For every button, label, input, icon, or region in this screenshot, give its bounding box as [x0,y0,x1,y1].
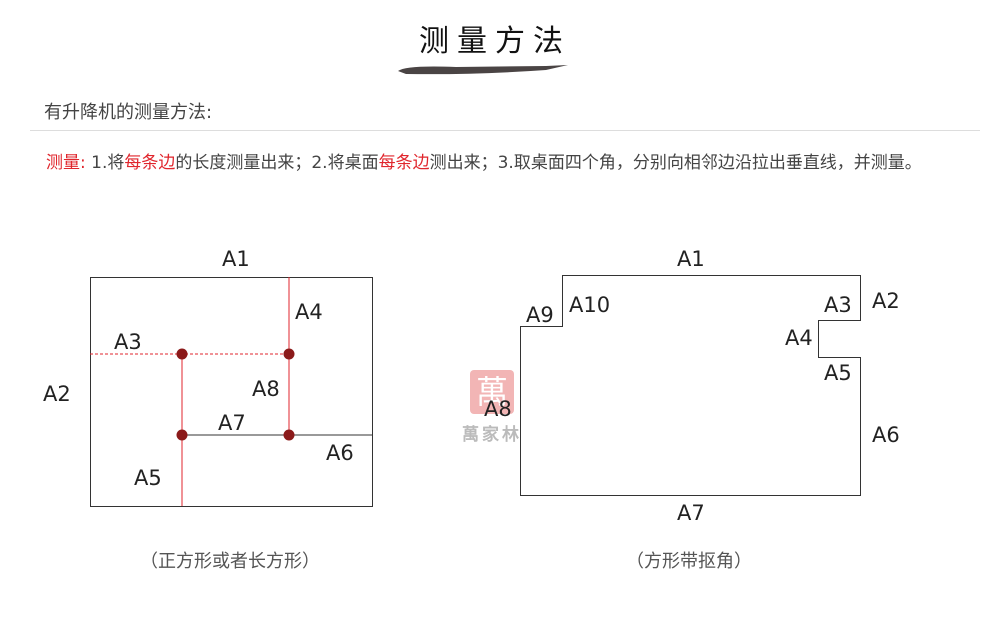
corner-dot [176,429,188,441]
diagram-rectangle: A1 A2 A3 A4 A5 A6 A7 A8 [43,247,373,507]
label-a5: A5 [824,361,852,385]
highlight: 每条边 [124,153,176,173]
caption-notched: （方形带抠角） [626,551,752,572]
label-a3: A3 [114,330,142,354]
corner-dot [283,348,295,360]
label-a4: A4 [295,300,323,324]
seal-icon: 萬 [470,370,514,414]
corner-dot [283,429,295,441]
instructions-text: 1.将 [85,153,125,173]
label-a6: A6 [326,441,354,465]
instructions-text: 的长度测量出来；2.将桌面 [175,153,379,173]
label-a1: A1 [677,247,705,271]
outline [90,277,373,507]
label-a2: A2 [43,382,71,406]
brush-stroke-decoration [398,65,568,75]
label-a9: A9 [526,303,554,327]
label-a1: A1 [222,247,250,271]
corner-dot [176,348,188,360]
label-a10: A10 [569,293,610,317]
highlight: 每条边 [378,153,430,173]
label-a8: A8 [484,397,512,421]
label-a5: A5 [134,466,162,490]
watermark-logo: 萬 萬家林 [452,370,532,445]
page-title: 测量方法 [419,24,571,59]
section-subtitle: 有升降机的测量方法: [44,102,213,123]
watermark-text: 萬家林 [462,425,522,445]
label-a6: A6 [872,423,900,447]
outline [520,275,861,496]
label-a7: A7 [677,501,705,525]
instructions-text: 测出来；3.取桌面四个角，分别向相邻边沿拉出垂直线，并测量。 [429,153,922,173]
label-a3: A3 [824,293,852,317]
divider [30,130,980,131]
label-a2: A2 [872,289,900,313]
label-a8: A8 [252,377,280,401]
instructions: 测量: 1.将每条边的长度测量出来；2.将桌面每条边测出来；3.取桌面四个角，分… [46,148,966,178]
caption-rectangle: （正方形或者长方形） [140,551,320,572]
diagram-notched: A1 A2 A3 A4 A5 A6 A7 A8 A9 A10 [484,247,900,525]
label-a4: A4 [785,326,813,350]
instructions-label: 测量: [46,153,86,173]
label-a7: A7 [218,411,246,435]
